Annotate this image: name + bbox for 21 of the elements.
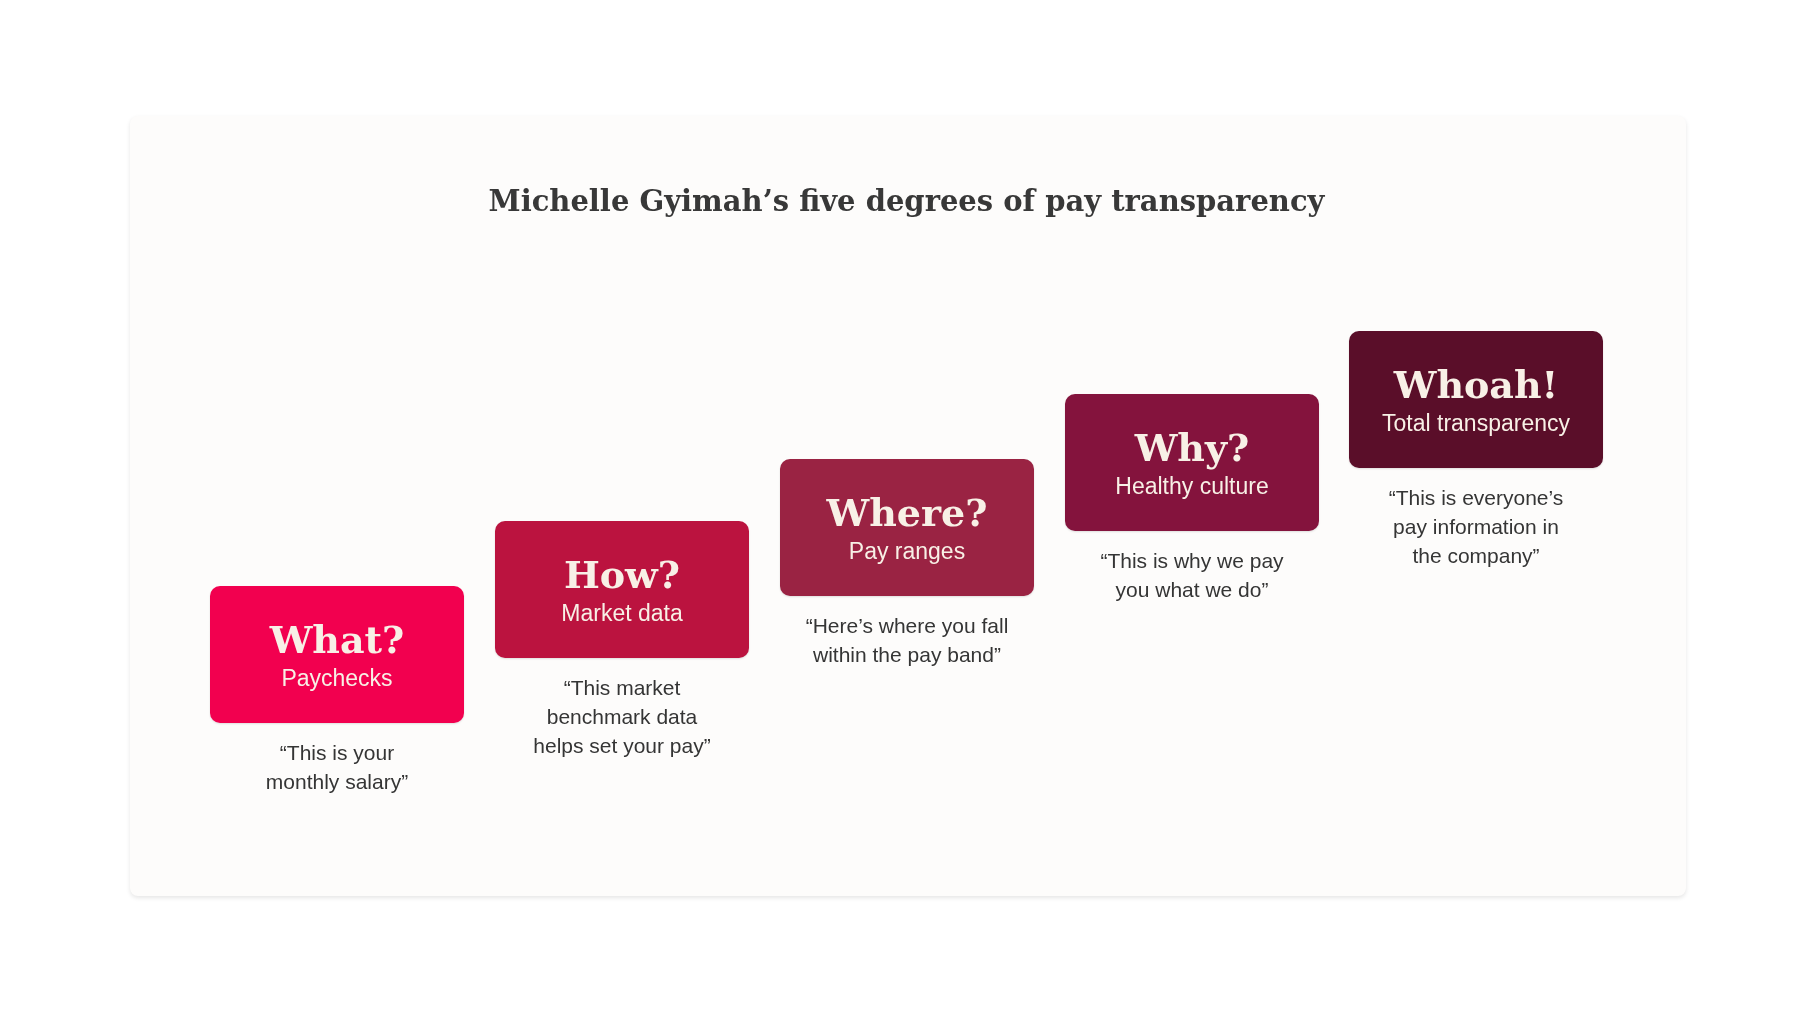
step-box — [210, 586, 464, 723]
quote-text: “This is your monthly salary” — [264, 740, 410, 795]
step-heading: Why? — [1134, 424, 1250, 471]
step-box — [495, 521, 749, 658]
step-heading: How? — [563, 551, 681, 598]
step-box — [780, 459, 1034, 596]
step-subtitle: Healthy culture — [1115, 471, 1269, 501]
step-subtitle: Total transparency — [1382, 408, 1570, 438]
step-box — [1065, 394, 1319, 531]
step-subtitle: Market data — [561, 598, 683, 628]
diagram-title: Michelle Gyimah’s five degrees of pay transparency — [488, 184, 1325, 218]
step-heading: What? — [269, 616, 405, 663]
step-heading: Whoah! — [1393, 361, 1559, 408]
step-subtitle: Paychecks — [281, 663, 393, 693]
quote-text: “This is everyone’s pay information in the company” — [1387, 485, 1565, 569]
step-subtitle: Pay ranges — [848, 536, 966, 566]
quote-text: “This is why we pay you what we do” — [1099, 548, 1285, 603]
step-heading: Where? — [826, 489, 988, 536]
quote-text: “This market benchmark data helps set your pay” — [532, 675, 712, 759]
quote-text: “Here’s where you fall within the pay band” — [804, 613, 1010, 668]
step-box — [1349, 331, 1603, 468]
